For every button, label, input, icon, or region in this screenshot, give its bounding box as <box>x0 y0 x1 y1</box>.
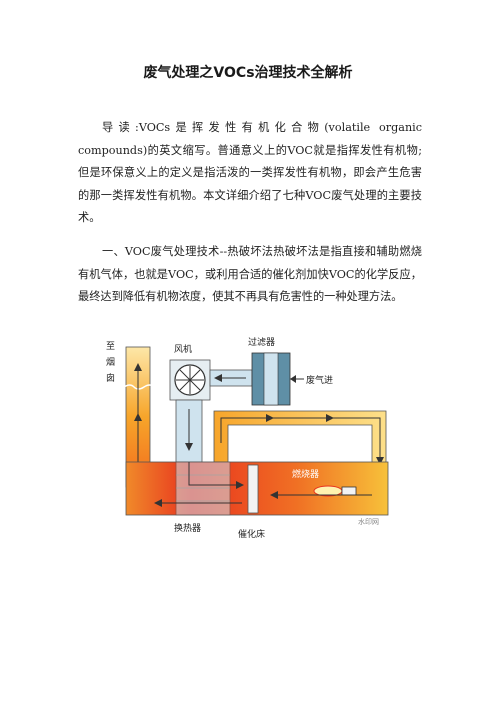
chimney-label-1: 至 <box>106 341 115 352</box>
section-one-text: 一、VOC废气处理技术--热破坏法热破坏法是指直接和辅助燃烧有机气体，也就是VO… <box>78 245 422 303</box>
catalyst-bed-label: 催化床 <box>238 528 265 540</box>
heat-exchanger-label: 换热器 <box>174 522 201 534</box>
chimney-label-3: 囱 <box>106 372 115 384</box>
body-arrowhead-1 <box>270 491 278 499</box>
right-arrowhead-2 <box>326 414 334 422</box>
burner-label: 燃烧器 <box>292 468 319 480</box>
fan-label: 风机 <box>174 343 192 355</box>
intro-text: 导读:VOCs是挥发性有机化合物(volatile organic compou… <box>78 121 422 224</box>
up-arrowhead <box>134 363 142 371</box>
intro-paragraph: 导读:VOCs是挥发性有机化合物(volatile organic compou… <box>78 117 422 230</box>
section-one-paragraph: 一、VOC废气处理技术--热破坏法热破坏法是指直接和辅助燃烧有机气体，也就是VO… <box>78 241 422 309</box>
filter-media <box>263 352 279 406</box>
filter-label: 过滤器 <box>248 336 275 348</box>
up-arrowhead-2 <box>134 413 142 421</box>
burner-nozzle <box>341 486 357 496</box>
heat-exchanger <box>175 461 231 516</box>
down-arrowhead-right <box>376 457 384 465</box>
chimney-label-2: 烟 <box>106 356 115 368</box>
right-arrowhead-1 <box>266 414 274 422</box>
watermark-text: 水印网 <box>358 517 379 526</box>
recirculation-flow-arrow <box>220 417 381 465</box>
heat-exchanger-tubes <box>176 474 230 502</box>
gas-inlet-arrowhead <box>290 375 296 383</box>
body-arrowhead-3 <box>236 481 244 489</box>
gas-in-label: 废气进 <box>306 374 333 386</box>
down-arrowhead <box>185 443 193 451</box>
body-arrowhead-2 <box>154 499 162 507</box>
body-flow-arrow-in <box>188 462 242 486</box>
catalytic-combustion-diagram: 至 烟 囱 风机 过滤器 <box>96 325 406 550</box>
fan-blades <box>176 366 204 394</box>
left-arrowhead <box>214 374 222 382</box>
page-title: 废气处理之VOCs治理技术全解析 <box>143 65 353 81</box>
diagram-svg: 至 烟 囱 风机 过滤器 <box>106 336 389 540</box>
catalyst-bed <box>247 464 259 514</box>
